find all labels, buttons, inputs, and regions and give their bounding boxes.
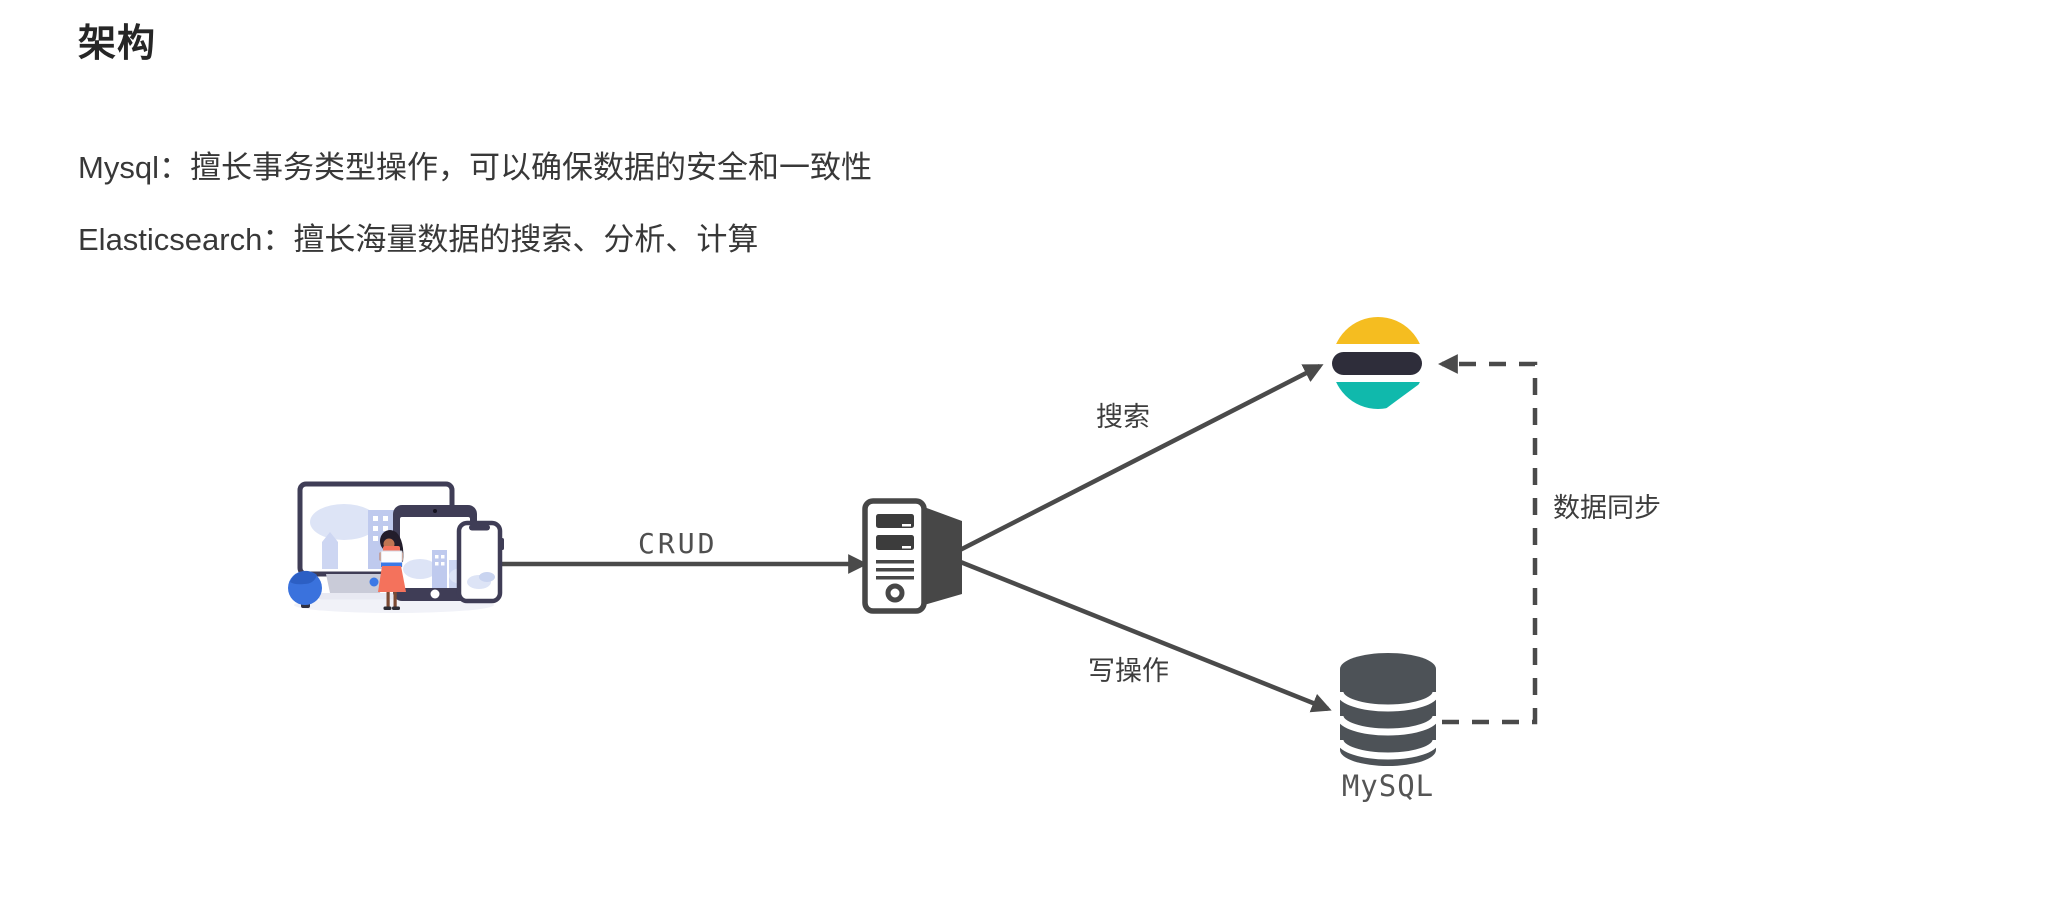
elasticsearch-logo <box>1332 316 1428 410</box>
edge-label-search: 搜索 <box>1096 402 1150 432</box>
elastic-dark-bar <box>1332 352 1422 375</box>
edge-write-line <box>957 558 1332 713</box>
mysql-database-icon <box>1337 652 1439 772</box>
globe-icon <box>288 570 322 608</box>
edge-label-sync: 数据同步 <box>1553 493 1661 523</box>
person-figure <box>378 530 406 610</box>
edge-label-crud: CRUD <box>638 527 718 560</box>
elastic-yellow-segment <box>1336 317 1420 344</box>
server-icon <box>856 494 968 618</box>
elastic-teal-segment <box>1332 382 1422 409</box>
edge-label-write: 写操作 <box>1088 656 1169 686</box>
phone-icon <box>456 520 504 604</box>
mysql-description: Mysql：擅长事务类型操作，可以确保数据的安全和一致性 <box>78 150 872 185</box>
edge-search-line <box>956 363 1324 554</box>
elasticsearch-description: Elasticsearch：擅长海量数据的搜索、分析、计算 <box>78 222 759 257</box>
page-title: 架构 <box>78 23 157 65</box>
mysql-label: MySQL <box>1341 769 1435 803</box>
edge-sync-line <box>1438 354 1538 725</box>
client-devices-illustration <box>282 472 527 647</box>
